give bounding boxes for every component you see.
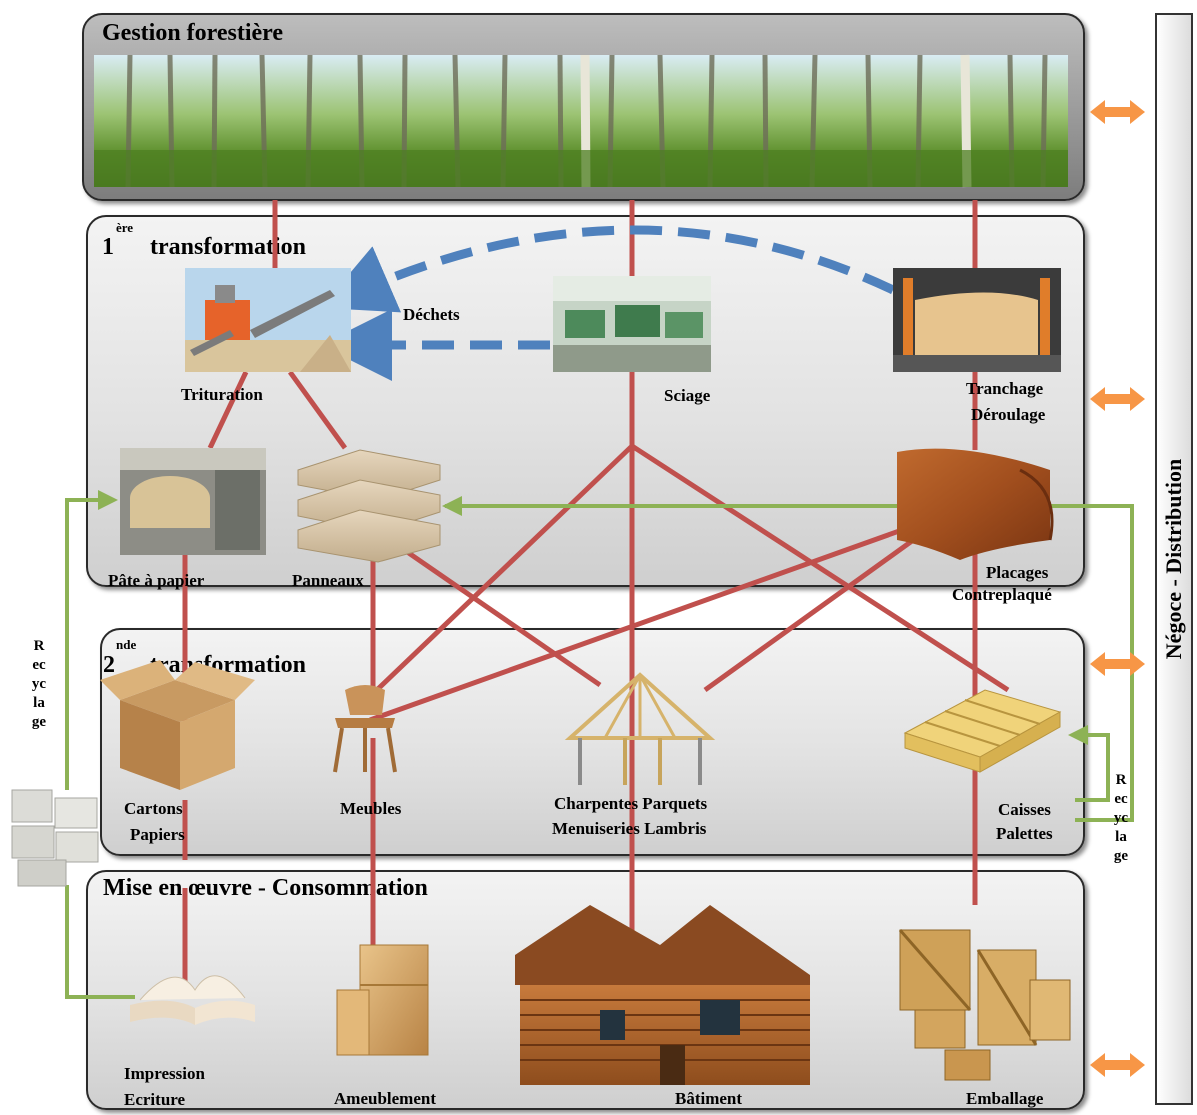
panels-label: Panneaux: [292, 571, 364, 590]
panels-icon: [297, 449, 441, 563]
second-transformation-superscript: nde: [116, 637, 137, 652]
recycling-arrowheads: [98, 490, 1088, 745]
forest-management-title: Gestion forestière: [102, 20, 284, 46]
exchange-arrow-first: [1090, 387, 1145, 411]
waste-label: Déchets: [403, 305, 460, 324]
cardboard-label: Cartons: [124, 799, 183, 818]
recycling-label-right: R ec yc la ge: [1113, 772, 1129, 864]
exchange-arrow-forest: [1090, 100, 1145, 124]
paper-pulp-icon: [120, 448, 266, 555]
roof-frame-icon: [564, 672, 716, 785]
flow-lines: [182, 200, 1010, 985]
recycling-label-left: R ec yc la ge: [31, 638, 47, 730]
printing-label: Impression: [124, 1064, 205, 1083]
crates-label: Caisses: [998, 800, 1051, 819]
crusher-icon: [185, 268, 351, 372]
waste-arrows: [320, 225, 895, 381]
veneer-machine-icon: [893, 268, 1061, 372]
exchange-arrow-second: [1090, 652, 1145, 676]
sciage-label: Sciage: [664, 386, 711, 405]
papers-label: Papiers: [130, 825, 185, 844]
plywood-label: Contreplaqué: [952, 585, 1052, 604]
exchange-arrow-consumption: [1090, 1053, 1145, 1077]
log-house-icon: [515, 905, 810, 1085]
veneer-label: Placages: [986, 563, 1049, 582]
cabinet-icon: [336, 944, 429, 1056]
forest-photo: [94, 54, 1068, 188]
pallet-icon: [903, 689, 1062, 773]
chair-icon: [333, 685, 397, 773]
tranchage-label: Tranchage: [966, 379, 1044, 398]
second-transformation-number: 2: [103, 652, 115, 678]
pallets-label: Palettes: [996, 824, 1053, 843]
framing-label: Charpentes Parquets: [554, 794, 708, 813]
deroulage-label: Déroulage: [971, 405, 1046, 424]
book-icon: [130, 975, 255, 1025]
sawmill-icon: [553, 276, 711, 372]
writing-label: Ecriture: [124, 1090, 186, 1109]
building-label: Bâtiment: [675, 1089, 743, 1108]
cardboard-box-icon: [100, 660, 255, 790]
first-transformation-number: 1: [102, 234, 114, 260]
crates-icon: [898, 929, 1071, 1081]
joinery-label: Menuiseries Lambris: [552, 819, 707, 838]
first-transformation-title: transformation: [150, 234, 306, 260]
paper-pulp-label: Pâte à papier: [108, 571, 205, 590]
furnishing-label: Ameublement: [334, 1089, 436, 1108]
exchange-arrows: [1090, 100, 1145, 1077]
paper-bales-icon: [11, 789, 99, 887]
trituration-label: Trituration: [181, 385, 263, 404]
trade-distribution-bar: Négoce - Distribution: [1155, 13, 1193, 1105]
veneer-sheet-icon: [897, 448, 1054, 560]
first-transformation-superscript: ère: [116, 220, 134, 235]
furniture-label: Meubles: [340, 799, 402, 818]
packaging-label: Emballage: [966, 1089, 1044, 1108]
